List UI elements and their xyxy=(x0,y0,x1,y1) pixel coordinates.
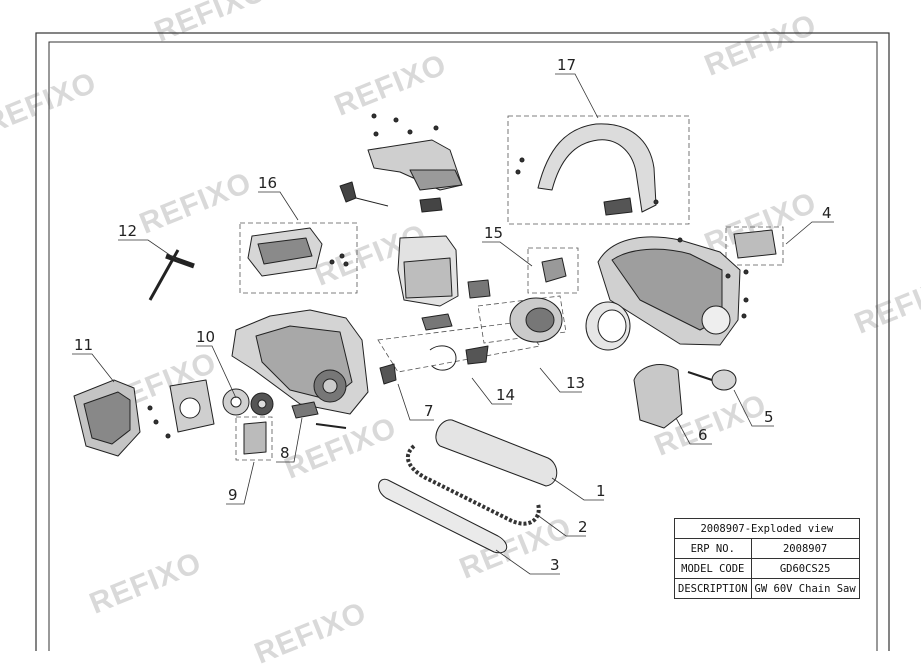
callout-13: 13 xyxy=(566,374,585,392)
saw-chain xyxy=(406,444,541,526)
bar-cover xyxy=(435,419,558,487)
leader-15 xyxy=(482,241,533,267)
title-block-title: 2008907-Exploded view xyxy=(674,518,860,539)
oil-cap xyxy=(711,369,737,391)
leader-6 xyxy=(675,417,712,445)
group-box-16 xyxy=(239,222,358,294)
tensioner xyxy=(291,401,319,419)
part-6 xyxy=(633,364,683,429)
callout-1: 1 xyxy=(596,482,606,500)
model-code-value: GD60CS25 xyxy=(750,558,860,579)
model-code-label: MODEL CODE xyxy=(674,558,752,579)
trigger-part xyxy=(339,181,357,203)
leader-16 xyxy=(258,191,299,221)
leader-12 xyxy=(118,239,181,263)
callout-14: 14 xyxy=(496,386,515,404)
callout-10: 10 xyxy=(196,328,215,346)
group-box-9 xyxy=(235,416,273,461)
terminal-block xyxy=(467,279,491,299)
callout-6: 6 xyxy=(698,426,708,444)
callout-16: 16 xyxy=(258,174,277,192)
leader-8 xyxy=(276,417,303,463)
cover-plate-4 xyxy=(733,229,777,259)
callout-11: 11 xyxy=(74,336,93,354)
group-box-14 xyxy=(377,321,541,373)
spring xyxy=(429,345,457,371)
leader-5 xyxy=(733,389,774,427)
title-block: 2008907-Exploded view ERP NO. 2008907 MO… xyxy=(674,518,860,599)
guide-bar xyxy=(378,478,508,554)
group-box-4 xyxy=(725,226,784,266)
leader-14 xyxy=(471,377,512,405)
leader-2 xyxy=(535,513,586,537)
part-7 xyxy=(379,363,397,385)
callout-7: 7 xyxy=(424,402,434,420)
leader-17 xyxy=(555,73,599,119)
drawing-canvas: 17 16 15 4 12 10 11 13 14 7 8 9 6 5 1 2 … xyxy=(35,32,890,651)
leader-4 xyxy=(785,221,834,245)
callout-3: 3 xyxy=(550,556,560,574)
erp-label: ERP NO. xyxy=(674,538,752,559)
handle-clamp xyxy=(603,197,633,216)
description-label: DESCRIPTION xyxy=(674,578,752,599)
callout-15: 15 xyxy=(484,224,503,242)
group-box-15 xyxy=(527,247,579,294)
leader-11 xyxy=(72,353,115,383)
lever xyxy=(465,345,489,365)
leader-1 xyxy=(551,477,604,501)
leader-7 xyxy=(397,383,434,421)
leader-13 xyxy=(539,367,582,393)
outer-frame xyxy=(35,32,890,651)
callout-17: 17 xyxy=(557,56,576,74)
leader-10 xyxy=(196,345,237,399)
leader-3 xyxy=(495,549,560,575)
callout-2: 2 xyxy=(578,518,588,536)
erp-value: 2008907 xyxy=(750,538,860,559)
part-9 xyxy=(243,421,267,455)
description-value: GW 60V Chain Saw xyxy=(750,578,860,599)
switch xyxy=(541,257,567,283)
callout-4: 4 xyxy=(822,204,832,222)
spring-block xyxy=(419,197,443,213)
callout-9: 9 xyxy=(228,486,238,504)
leader-9 xyxy=(226,461,255,505)
group-box-17 xyxy=(507,115,690,225)
inner-frame xyxy=(48,41,878,651)
callout-8: 8 xyxy=(280,444,290,462)
callout-12: 12 xyxy=(118,222,137,240)
front-handle xyxy=(537,123,657,213)
callout-5: 5 xyxy=(764,408,774,426)
